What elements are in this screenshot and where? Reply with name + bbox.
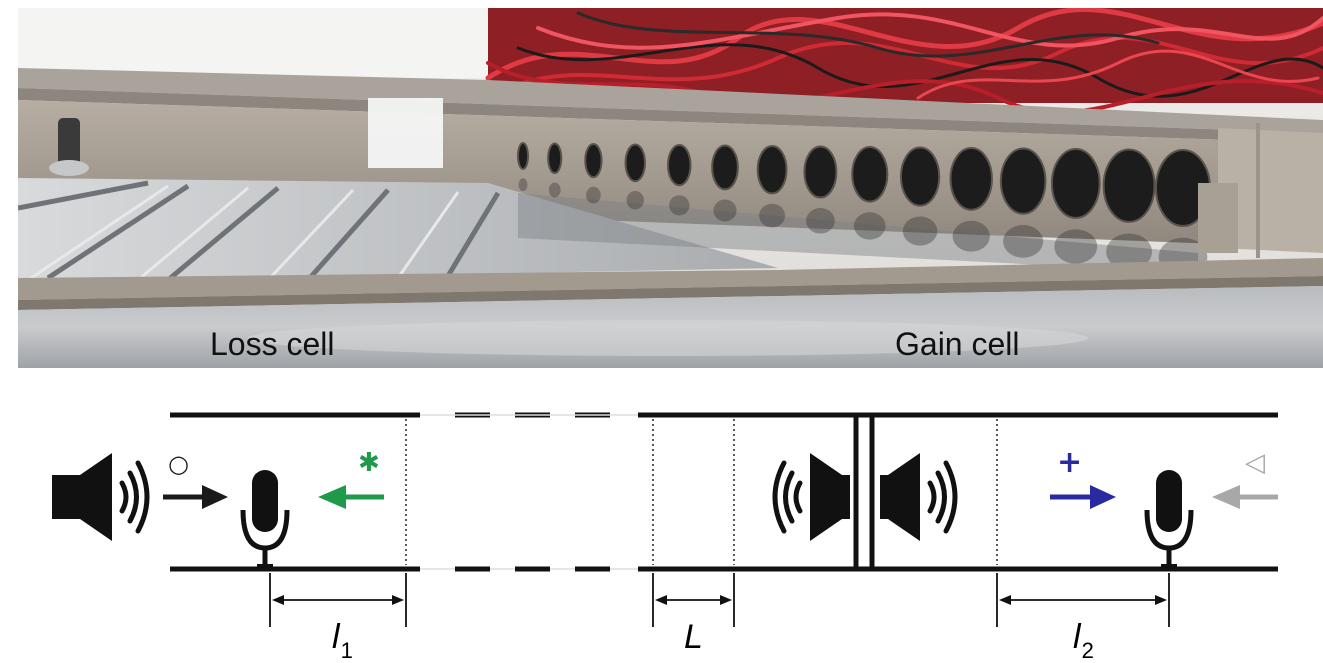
dimension-l1 xyxy=(269,573,407,627)
dimension-L xyxy=(652,573,735,627)
speaker-reflection xyxy=(586,186,601,204)
speaker-reflection xyxy=(713,199,737,222)
loss-cell-label: Loss cell xyxy=(210,326,335,362)
gain-cell-label: Gain cell xyxy=(895,326,1020,362)
loss-cell-ridges xyxy=(18,180,501,282)
microphone-icon xyxy=(240,470,290,570)
speaker-reflection xyxy=(1106,233,1152,270)
speaker-reflection xyxy=(518,178,528,192)
reflected-wave-arrow xyxy=(318,485,384,509)
dimension-L-label: L xyxy=(684,618,703,656)
incident-wave-arrow xyxy=(163,485,228,509)
speaker-reflection xyxy=(759,203,786,228)
speaker-icon xyxy=(899,146,941,207)
incident-right-wave-marker: ◁ xyxy=(1245,448,1265,478)
speaker-icon xyxy=(666,144,692,187)
incident-wave-marker: ○ xyxy=(168,450,189,478)
speaker-icon xyxy=(949,147,993,211)
microphone-icon xyxy=(1144,470,1194,570)
speaker-icon xyxy=(624,143,646,183)
speaker-reflection xyxy=(952,220,990,252)
speaker-icon xyxy=(711,144,739,191)
speaker-icon xyxy=(584,143,603,179)
speaker-reflection xyxy=(548,182,561,198)
gain-cell-partition xyxy=(853,415,875,569)
speaker-pair-icon xyxy=(772,453,958,541)
reflected-wave-marker: ✱ xyxy=(358,448,380,478)
speaker-reflection xyxy=(669,195,690,216)
speaker-icon xyxy=(1102,148,1156,223)
dimension-l2-label: l2 xyxy=(1073,618,1094,663)
waveguide-schematic xyxy=(52,412,1278,627)
speaker-array xyxy=(517,142,1211,227)
speaker-icon xyxy=(803,145,838,199)
speaker-icon xyxy=(999,147,1047,215)
dimension-l2 xyxy=(996,573,1170,627)
speaker-icon xyxy=(547,142,563,175)
speaker-icon xyxy=(517,142,529,170)
speaker-reflection xyxy=(806,208,835,234)
dimension-l1-label: l1 xyxy=(332,618,353,663)
speaker-icon xyxy=(756,145,788,195)
speaker-icon xyxy=(1050,148,1101,219)
setup-photo xyxy=(18,8,1323,368)
speaker-reflection xyxy=(1003,225,1044,258)
speaker-reflection xyxy=(626,191,644,210)
speaker-reflection xyxy=(902,216,938,246)
speaker-icon xyxy=(52,453,150,541)
transmitted-wave-marker: + xyxy=(1057,445,1083,480)
speaker-reflection xyxy=(853,212,886,240)
incident-right-wave-arrow xyxy=(1212,485,1278,509)
speaker-icon xyxy=(851,146,889,203)
transmitted-wave-arrow xyxy=(1050,485,1116,509)
speaker-reflection xyxy=(1054,229,1098,264)
